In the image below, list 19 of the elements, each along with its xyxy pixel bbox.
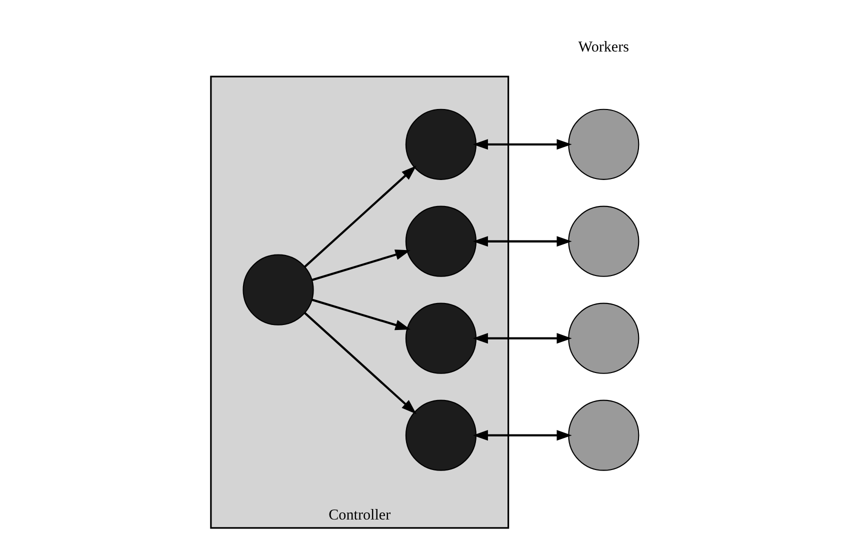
node-circle xyxy=(568,400,640,471)
arrow xyxy=(472,236,572,247)
arrow xyxy=(312,250,410,281)
arrow xyxy=(304,166,416,268)
node-circle xyxy=(568,108,640,180)
node-circle xyxy=(405,206,477,277)
arrow xyxy=(472,139,572,150)
arrow xyxy=(312,298,410,330)
label: Workers xyxy=(578,39,630,56)
node-circle xyxy=(242,254,314,326)
node-circle xyxy=(568,302,640,374)
cluster: Controller xyxy=(210,76,510,529)
arrow xyxy=(472,430,572,441)
node-circle xyxy=(568,206,640,277)
arrow xyxy=(304,312,416,414)
node-circle xyxy=(405,302,477,374)
node-circle xyxy=(405,400,477,471)
arrow xyxy=(472,333,572,344)
node-circle xyxy=(405,108,477,180)
